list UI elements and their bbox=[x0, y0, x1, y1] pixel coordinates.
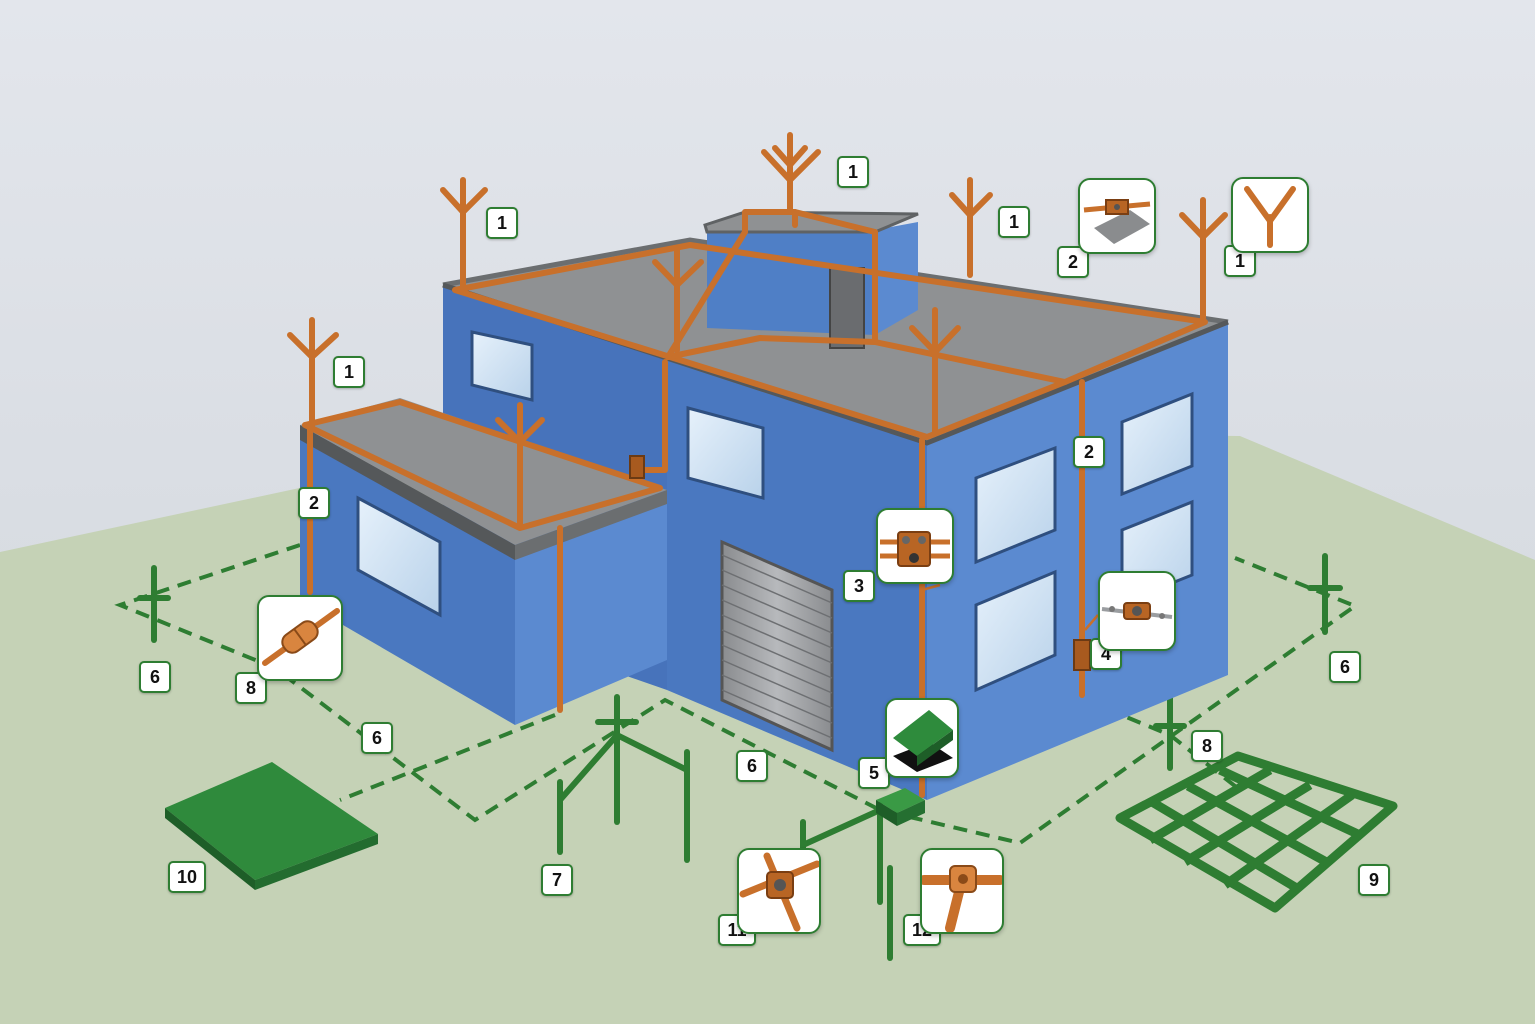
label-ring-earth-6b: 6 bbox=[361, 722, 393, 754]
earth-plate bbox=[165, 762, 378, 890]
inset-square-connector bbox=[876, 508, 954, 584]
test-clamp-box bbox=[1073, 639, 1091, 671]
garage-door bbox=[720, 539, 834, 753]
inspection-box bbox=[876, 788, 925, 826]
square-connector-icon bbox=[880, 531, 950, 567]
cross-clamp-icon bbox=[739, 852, 819, 932]
label-splice-8b: 8 bbox=[1191, 730, 1223, 762]
label-air-terminal-1c: 1 bbox=[998, 206, 1030, 238]
label-air-terminal-1e: 1 bbox=[333, 356, 365, 388]
label-down-conductor-2a: 2 bbox=[1057, 246, 1089, 278]
splice-sleeve-icon bbox=[262, 608, 340, 666]
label-ring-earth-6a: 6 bbox=[139, 661, 171, 693]
roof-clip-icon bbox=[1083, 199, 1151, 244]
label-ring-earth-6d: 6 bbox=[1329, 651, 1361, 683]
annex-roof bbox=[300, 398, 667, 545]
label-ring-earth-6c: 6 bbox=[736, 750, 768, 782]
label-earth-plate-10: 10 bbox=[168, 861, 206, 893]
inset-air-terminal bbox=[1231, 177, 1309, 253]
air-terminals bbox=[287, 132, 1228, 528]
inset-test-clamp bbox=[1098, 571, 1176, 651]
annex-front-wall bbox=[515, 490, 667, 725]
label-earth-rods-7: 7 bbox=[541, 864, 573, 896]
air-terminal-icon bbox=[1244, 186, 1296, 248]
label-connector-3: 3 bbox=[843, 570, 875, 602]
earth-mesh bbox=[1115, 751, 1398, 913]
inset-tee-clamp bbox=[920, 848, 1004, 934]
label-air-terminal-1a: 1 bbox=[837, 156, 869, 188]
inset-cross-clamp bbox=[737, 848, 821, 934]
label-down-conductor-2b: 2 bbox=[298, 487, 330, 519]
wall-clamp bbox=[629, 455, 645, 479]
label-down-conductor-2c: 2 bbox=[1073, 436, 1105, 468]
inspection-pit-icon bbox=[893, 710, 953, 772]
tee-clamp-icon bbox=[922, 865, 1002, 932]
test-clamp-icon bbox=[1101, 602, 1173, 620]
inset-roof-clip bbox=[1078, 178, 1156, 254]
label-air-terminal-1b: 1 bbox=[486, 207, 518, 239]
label-earth-mesh-9: 9 bbox=[1358, 864, 1390, 896]
inset-splice-sleeve bbox=[257, 595, 343, 681]
roof-hut-door bbox=[829, 267, 865, 349]
earth-rods bbox=[137, 553, 1343, 961]
inset-inspection-pit bbox=[885, 698, 959, 778]
leader-lines bbox=[921, 583, 1099, 631]
